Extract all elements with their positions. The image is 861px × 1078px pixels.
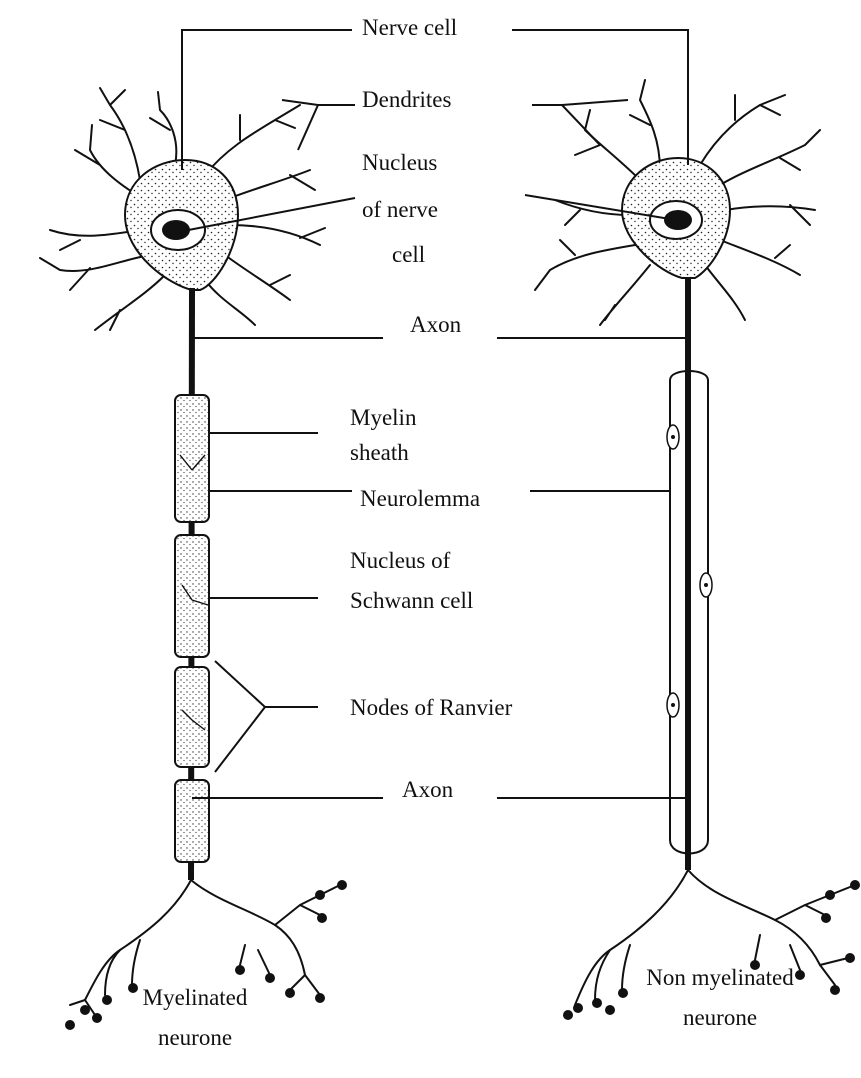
caption-right-line2: neurone — [683, 1005, 757, 1030]
label-axon-bottom: Axon — [402, 777, 454, 802]
non-myelinated-neurone — [535, 80, 860, 1020]
label-myelin-line1: Myelin — [350, 405, 417, 430]
caption-right-line1: Non myelinated — [646, 965, 794, 990]
label-neurolemma: Neurolemma — [360, 486, 480, 511]
label-dendrites: Dendrites — [362, 87, 451, 112]
label-schwann-line1: Nucleus of — [350, 548, 451, 573]
label-nucleus-line3: cell — [392, 242, 425, 267]
right-nucleus — [664, 210, 692, 230]
label-nucleus-line1: Nucleus — [362, 150, 437, 175]
left-myelin-segments — [175, 395, 209, 862]
label-nucleus-line2: of nerve — [362, 197, 438, 222]
label-myelin-line2: sheath — [350, 440, 409, 465]
label-nerve-cell: Nerve cell — [362, 15, 457, 40]
label-nodes-of-ranvier: Nodes of Ranvier — [350, 695, 513, 720]
caption-left-line1: Myelinated — [143, 985, 248, 1010]
leader-lines — [178, 30, 688, 798]
label-axon-top: Axon — [410, 312, 462, 337]
caption-left-line2: neurone — [158, 1025, 232, 1050]
label-schwann-line2: Schwann cell — [350, 588, 473, 613]
